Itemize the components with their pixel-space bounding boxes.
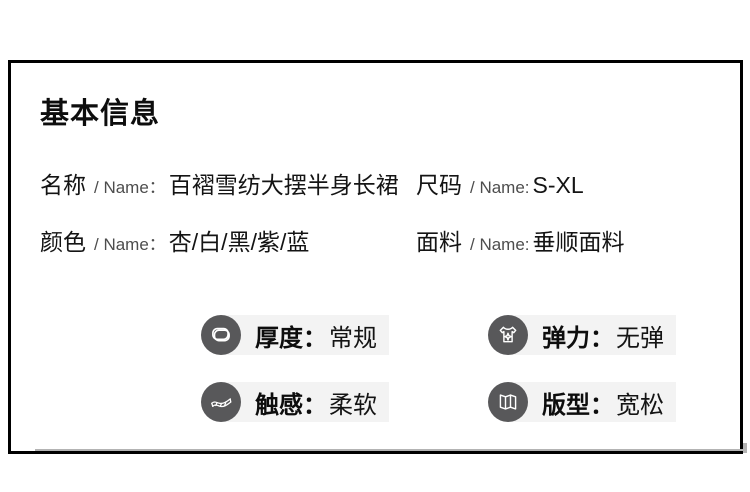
badge-value: 宽松	[616, 391, 664, 419]
attribute-badges: 厚度： 常规 弹力： 无弹	[40, 315, 712, 422]
info-row-size: 尺码 / Name: S-XL	[416, 169, 712, 204]
touch-icon	[201, 382, 241, 422]
badge-value: 无弹	[616, 324, 664, 352]
info-separator: / Name:	[470, 178, 530, 197]
info-label: 颜色	[40, 229, 86, 255]
badge-label: 弹力：	[542, 324, 614, 352]
info-value: 垂顺面料	[532, 229, 625, 255]
badge-row: 触感： 柔软 版型： 宽松	[40, 382, 712, 422]
info-value: S-XL	[532, 172, 584, 198]
basic-info-card: 基本信息 名称 / Name： 百褶雪纺大摆半身长裙 尺码 / Name: S-…	[8, 60, 747, 454]
badge-fit: 版型： 宽松	[488, 382, 676, 422]
badge-label: 版型：	[542, 391, 614, 419]
badge-value: 常规	[329, 324, 377, 352]
badge-thickness: 厚度： 常规	[201, 315, 389, 355]
info-row-name: 名称 / Name： 百褶雪纺大摆半身长裙	[40, 169, 416, 204]
fit-icon	[488, 382, 528, 422]
info-label: 尺码	[416, 172, 462, 198]
info-separator: / Name:	[470, 235, 530, 254]
thickness-icon	[201, 315, 241, 355]
info-separator: / Name：	[94, 235, 166, 254]
badge-row: 厚度： 常规 弹力： 无弹	[40, 315, 712, 355]
info-row-color: 颜色 / Name： 杏/白/黑/紫/蓝	[40, 226, 416, 261]
info-row-fabric: 面料 / Name: 垂顺面料	[416, 226, 712, 261]
info-value: 百褶雪纺大摆半身长裙	[168, 172, 399, 198]
badge-label: 厚度：	[255, 324, 327, 352]
bottom-right-accent	[743, 443, 747, 453]
badge-touch: 触感： 柔软	[201, 382, 389, 422]
info-separator: / Name：	[94, 178, 166, 197]
elasticity-icon	[488, 315, 528, 355]
info-label: 面料	[416, 229, 462, 255]
info-label: 名称	[40, 172, 86, 198]
badge-elasticity: 弹力： 无弹	[488, 315, 676, 355]
card-title: 基本信息	[40, 98, 161, 130]
info-value: 杏/白/黑/紫/蓝	[168, 229, 310, 255]
info-grid: 名称 / Name： 百褶雪纺大摆半身长裙 尺码 / Name: S-XL 颜色…	[40, 169, 712, 261]
badge-value: 柔软	[329, 391, 377, 419]
bottom-accent-line	[35, 449, 746, 451]
badge-label: 触感：	[255, 391, 327, 419]
